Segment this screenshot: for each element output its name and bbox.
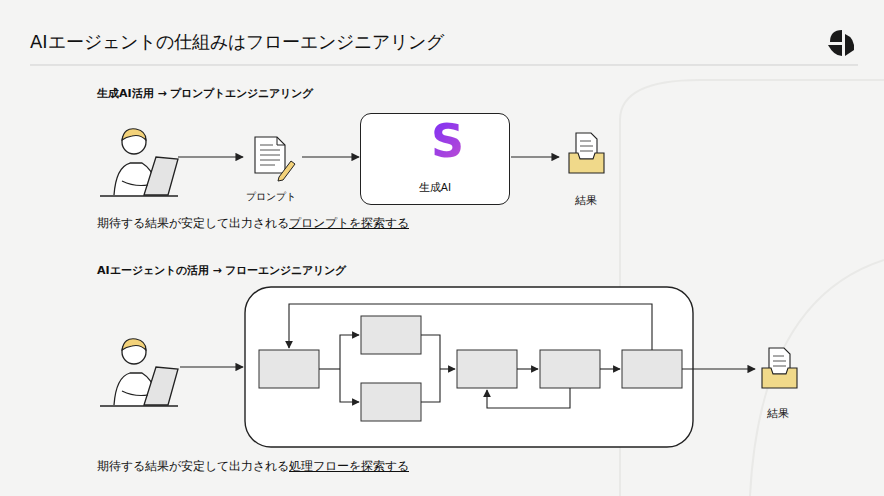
icon-node: プロンプト [241,133,301,205]
person-illustration [100,129,178,196]
note-text: 期待する結果が安定して出力される [97,459,289,475]
background-motif [750,260,884,496]
note-line: 期待する結果が安定して出力されるプロンプトを探索する [97,216,409,232]
header-rule [30,65,858,66]
section-heading: 生成AI活用 → プロンプトエンジニアリング [97,87,313,101]
note-text: プロンプトを探索する [289,216,409,232]
flow-steps [259,316,682,421]
flow-arrow [511,156,559,157]
output-arrow [682,368,755,369]
result-tray [762,348,797,388]
flow-arrow [302,156,359,157]
note-line: 期待する結果が安定して出力される処理フローを探索する [97,459,409,475]
node-label: プロンプト [246,190,296,204]
note-text: 期待する結果が安定して出力される [97,216,289,232]
icon-node: 結果 [560,128,612,208]
slide-title: AIエージェントの仕組みはフローエンジニアリング [30,30,444,54]
input-arrow [178,156,243,157]
brand-logo [828,30,854,56]
node-label: 結果 [575,193,597,208]
icon-node: 結果 [752,343,804,421]
note-text: 処理フローを探索する [289,459,409,475]
input-arrow [180,366,243,367]
section-heading: AIエージェントの活用 → フローエンジニアリング [97,264,346,278]
flow-wires [289,304,652,408]
person-illustration [100,339,178,406]
agent-container [245,287,693,447]
brand-letter: S [431,118,464,164]
document-icon [255,137,295,181]
result-tray [569,133,604,173]
node-label: 生成AI [419,181,451,195]
node-label: 結果 [767,406,789,421]
